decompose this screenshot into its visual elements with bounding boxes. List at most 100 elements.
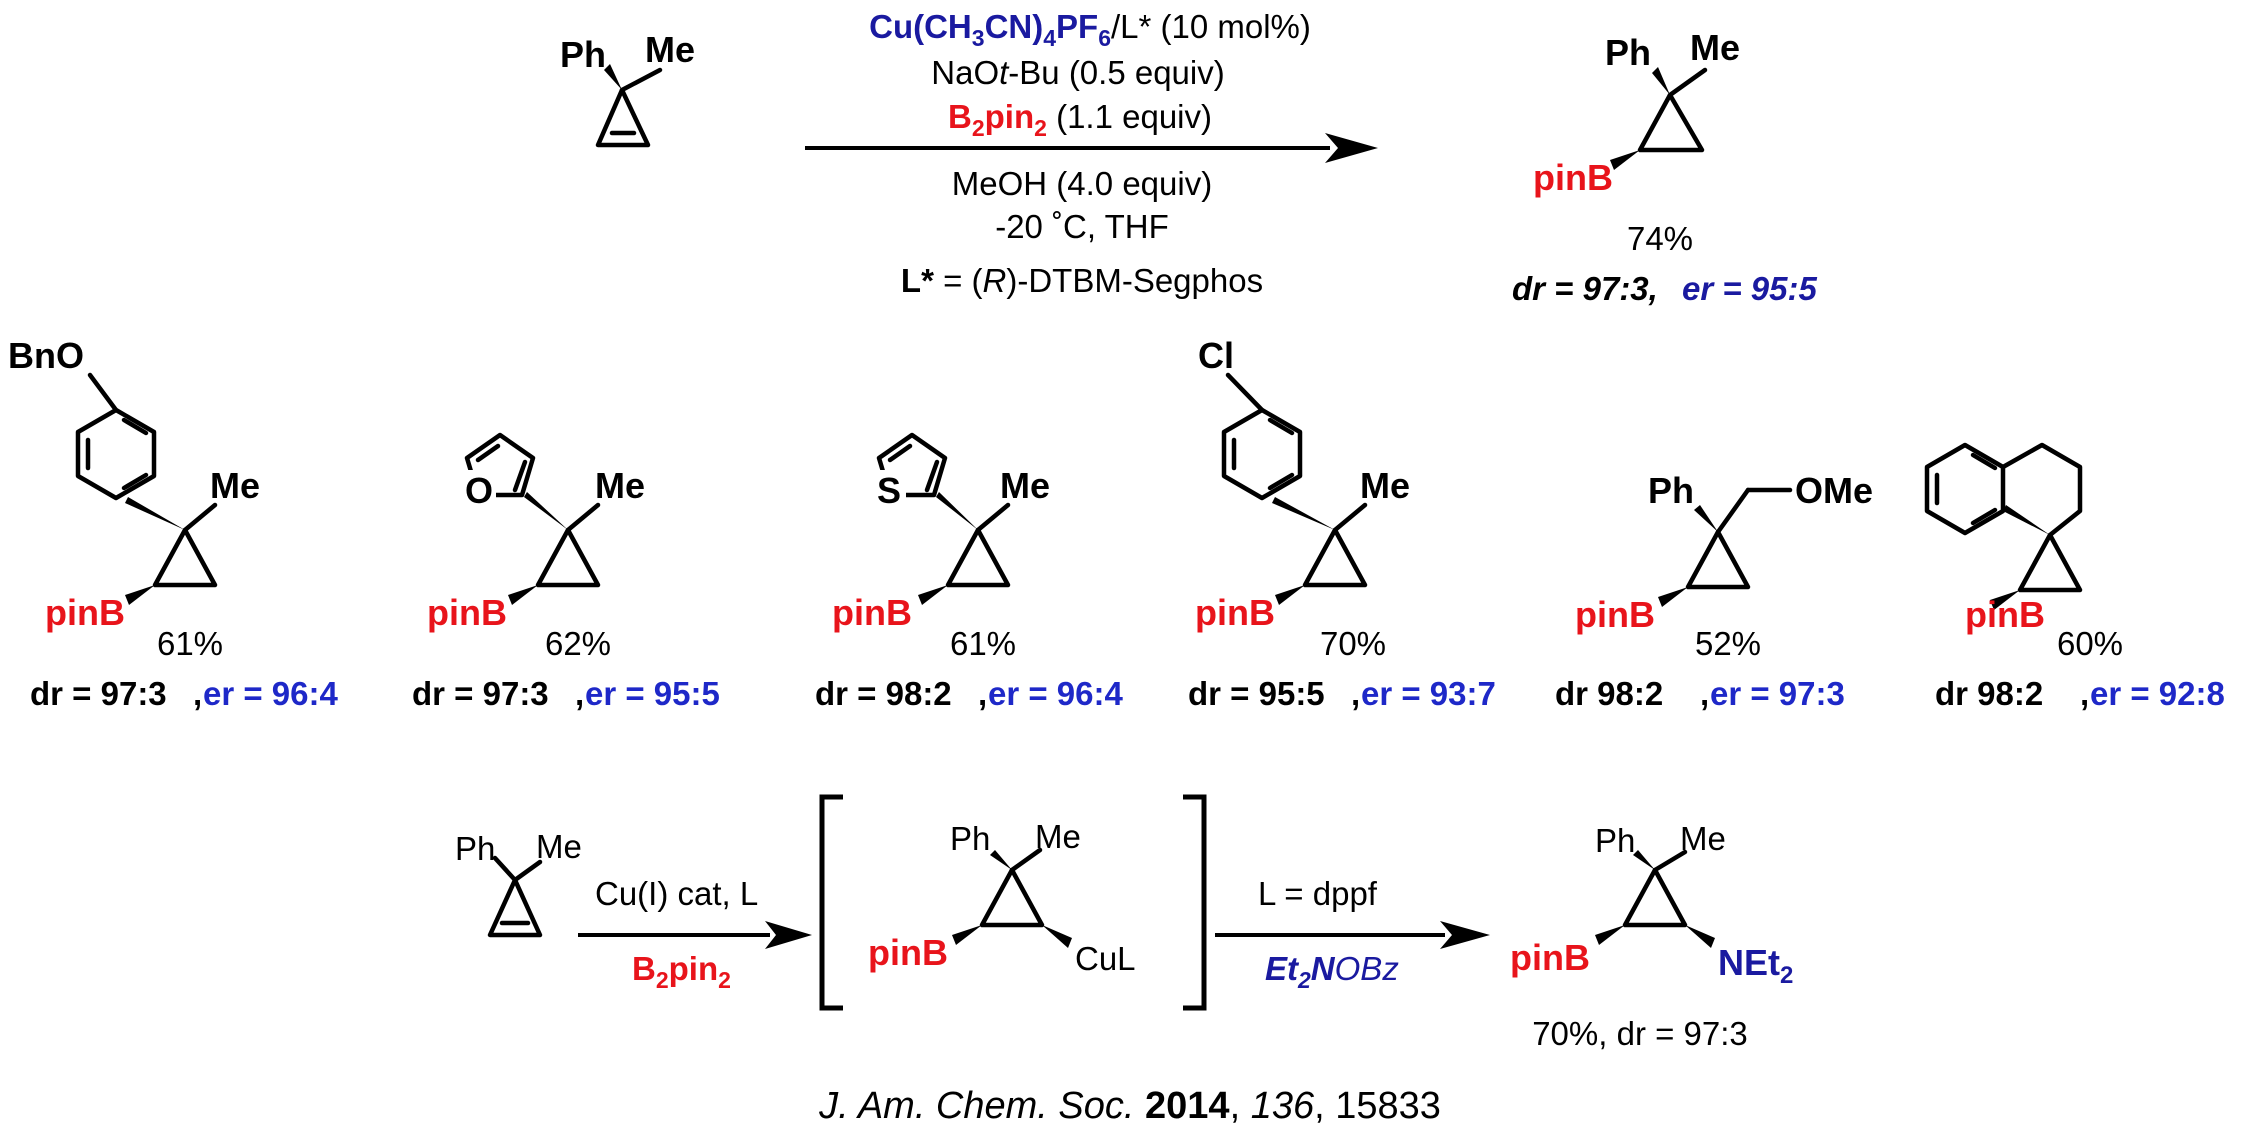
aryl-hash-bond <box>524 492 568 530</box>
int-cyclopropane-ring <box>979 867 1045 928</box>
dr: dr = 95:5 <box>1188 675 1325 712</box>
thiophene-inner-bond-2 <box>924 459 940 493</box>
product-cyclopropane-ring <box>1622 867 1688 928</box>
int-substituent-me: Me <box>1035 818 1081 855</box>
aryl-hash-bond <box>2003 505 2050 535</box>
boron-reagent-line: B2pin2 (1.1 equiv) <box>948 98 1212 141</box>
citation-volume: 136 <box>1251 1085 1315 1127</box>
cl-bond <box>1225 372 1265 413</box>
me-bond <box>182 502 218 533</box>
ph-bond <box>492 855 518 883</box>
yield: 52% <box>1695 625 1761 662</box>
boryl-wedge-bond <box>1610 150 1640 170</box>
me-label: Me <box>1000 465 1050 506</box>
reactant-substituent-ph: Ph <box>560 34 606 75</box>
right-bracket <box>1183 794 1207 1011</box>
comma: , <box>978 675 987 712</box>
me-bond <box>975 502 1011 533</box>
intermediate: Ph Me pinB CuL <box>819 794 1207 1011</box>
boryl-wedge-bond <box>125 585 155 605</box>
yield: 61% <box>157 625 223 662</box>
cyclopropene-ring <box>595 87 651 148</box>
comma: , <box>1351 675 1360 712</box>
reactant-substituent-me: Me <box>536 828 582 865</box>
boryl-label: pinB <box>45 592 125 633</box>
me-bond <box>565 502 601 533</box>
ome-label: OMe <box>1795 470 1873 511</box>
product-hash-bond <box>1652 67 1670 95</box>
top-conditions: Cu(CH3CN)4PF6/L* (10 mol%) NaOt-Bu (0.5 … <box>805 8 1378 299</box>
thiophene-sulfur: S <box>877 470 901 511</box>
int-substituent-ph: Ph <box>950 820 990 857</box>
aryl-hash-bond <box>1272 497 1335 530</box>
bno-bond <box>87 372 119 413</box>
aryl-hash-bond <box>125 497 185 530</box>
scope-compound-chlorophenyl: Cl Me pinB 70% dr = 95:5 , er = 93:7 <box>1188 335 1496 712</box>
product-boryl-wedge <box>1595 925 1625 945</box>
step2-arrow-head <box>1440 921 1490 949</box>
boryl-wedge-bond <box>918 585 948 605</box>
product-me-bond <box>1667 67 1708 98</box>
thiophene-inner-bond <box>887 443 913 463</box>
furan-oxygen: O <box>465 470 493 511</box>
product-me-bond <box>1652 849 1688 873</box>
er: er = 97:3 <box>1710 675 1845 712</box>
furan-inner-bond <box>475 443 501 463</box>
heteroatom-mask <box>872 470 906 510</box>
ligand-line: L* = (R)-DTBM-Segphos <box>901 262 1263 299</box>
product-dr: dr = 97:3, <box>1512 270 1658 307</box>
scope-compound-methoxymethyl: Ph OMe pinB 52% dr 98:2 , er = 97:3 <box>1555 470 1873 712</box>
dr: dr = 98:2 <box>815 675 952 712</box>
scope-compound-spirotetralin: pinB 60% dr 98:2 , er = 92:8 <box>1924 442 2225 712</box>
step2-below: Et2NOBz <box>1265 950 1399 993</box>
furan-ring <box>464 432 536 498</box>
cyclopropane-ring <box>2017 532 2083 593</box>
product-amine-wedge <box>1685 925 1715 948</box>
aryl-bno-label: BnO <box>8 335 84 376</box>
top-reactant: Ph Me <box>560 29 695 148</box>
int-me-bond <box>1009 847 1043 873</box>
er: er = 96:4 <box>203 675 338 712</box>
benzene-ring <box>1221 407 1303 501</box>
aryl-hash-bond <box>1694 505 1718 532</box>
dr: dr = 97:3 <box>412 675 549 712</box>
benzene-inner-bond-3 <box>1970 507 1998 526</box>
step2-arrow-group: L = dppf Et2NOBz <box>1215 875 1490 993</box>
dr: dr 98:2 <box>1555 675 1663 712</box>
cyclopropane-ring <box>945 527 1011 588</box>
cyclopropane-ring <box>1302 527 1368 588</box>
boryl-label: pinB <box>1965 594 2045 635</box>
furan-inner-bond-2 <box>512 459 528 493</box>
base-line: NaOt-Bu (0.5 equiv) <box>931 54 1224 91</box>
er: er = 95:5 <box>585 675 720 712</box>
me-label: Me <box>1360 465 1410 506</box>
product-boryl-label: pinB <box>1510 937 1590 978</box>
comma: , <box>575 675 584 712</box>
boryl-label: pinB <box>1195 592 1275 633</box>
int-boryl-label: pinB <box>868 932 948 973</box>
int-cul-label: CuL <box>1075 940 1136 977</box>
temp-solvent-line: -20 ˚C, THF <box>995 208 1169 245</box>
step1-arrow-head <box>765 921 812 949</box>
cyclopropene-ring <box>487 877 543 938</box>
thiophene-ring <box>876 432 948 498</box>
reactant-substituent-ph: Ph <box>455 830 495 867</box>
product-result: 70%, dr = 97:3 <box>1532 1015 1748 1052</box>
cyclopropane-ring <box>1637 92 1705 153</box>
aryl-cl-label: Cl <box>1198 335 1234 376</box>
reactant-substituent-me: Me <box>645 29 695 70</box>
product-substituent-me: Me <box>1680 820 1726 857</box>
int-cu-wedge <box>1042 925 1072 948</box>
benzene-inner-bond-2 <box>1970 452 1998 471</box>
int-hash-bond <box>990 850 1012 870</box>
citation: J. Am. Chem. Soc. 2014, 136, 15833 <box>818 1085 1441 1127</box>
step1-arrow-group: Cu(I) cat, L B2pin2 <box>578 875 812 993</box>
aryl-hash-bond <box>936 492 978 530</box>
yield: 70% <box>1320 625 1386 662</box>
me-label: Me <box>210 465 260 506</box>
left-bracket <box>819 794 843 1011</box>
comma: , <box>2080 675 2089 712</box>
citation-journal: J. Am. Chem. Soc. <box>818 1085 1134 1127</box>
product-amine-label: NEt2 <box>1718 942 1793 989</box>
